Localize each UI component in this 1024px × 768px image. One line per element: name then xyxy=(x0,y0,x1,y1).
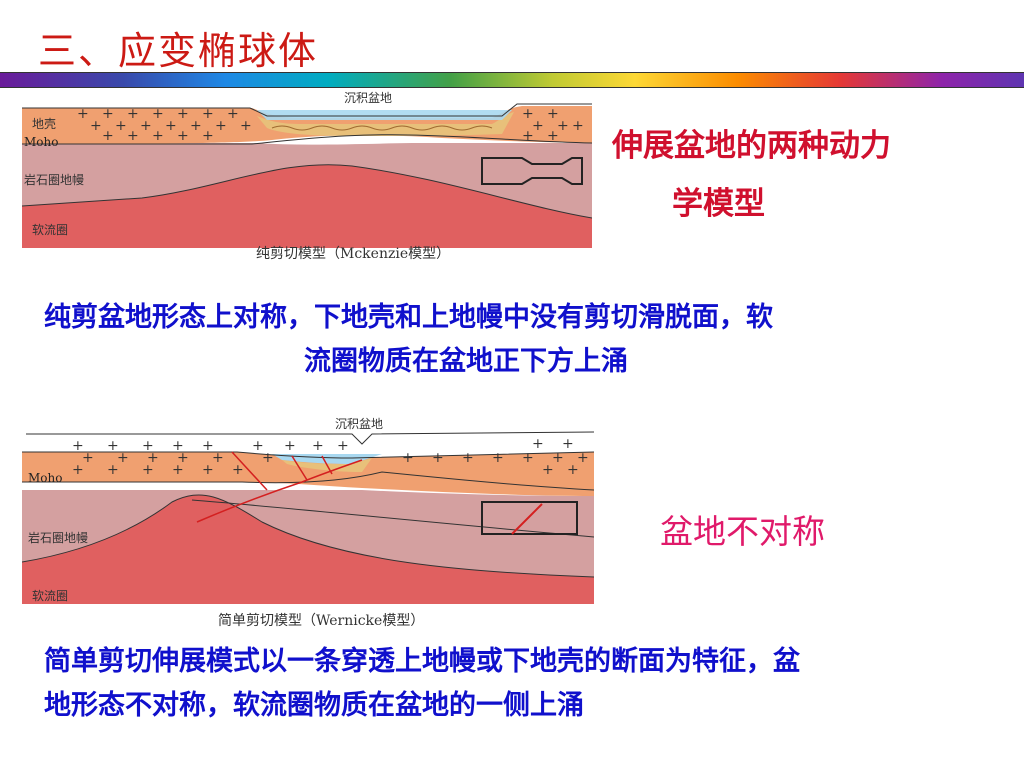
moho-label-2: Moho xyxy=(28,471,62,485)
svg-text:+: + xyxy=(252,438,264,454)
svg-text:+: + xyxy=(165,118,177,134)
svg-text:+: + xyxy=(462,450,474,466)
svg-text:+: + xyxy=(522,106,534,122)
svg-text:+: + xyxy=(72,462,84,478)
mantle-label: 岩石圈地幔 xyxy=(24,172,84,187)
page-title: 三、应变椭球体 xyxy=(38,29,319,73)
svg-text:+: + xyxy=(152,128,164,144)
svg-text:+: + xyxy=(432,450,444,466)
svg-text:+: + xyxy=(577,450,589,466)
svg-text:+: + xyxy=(107,438,119,454)
svg-text:+: + xyxy=(567,462,579,478)
basin-label: 沉积盆地 xyxy=(344,91,392,105)
dynamic-models-heading-line1: 伸展盆地的两种动力 xyxy=(612,128,891,164)
plus-symbols-2: +++++++++++ +++++++++++++ ++++++++ xyxy=(72,436,589,478)
plus-symbols: +++++++ +++++++ +++++ +++++++ xyxy=(77,106,584,144)
svg-text:+: + xyxy=(542,462,554,478)
svg-text:+: + xyxy=(77,106,89,122)
pure-shear-diagram: +++++++ +++++++ +++++ +++++++ 地壳 Moho 岩石… xyxy=(22,88,592,248)
svg-text:+: + xyxy=(552,450,564,466)
svg-text:+: + xyxy=(522,450,534,466)
svg-text:+: + xyxy=(212,450,224,466)
svg-text:+: + xyxy=(202,128,214,144)
pure-shear-desc-line1: 纯剪盆地形态上对称，下地壳和上地幔中没有剪切滑脱面，软 xyxy=(44,302,773,333)
svg-text:+: + xyxy=(172,438,184,454)
svg-text:+: + xyxy=(572,118,584,134)
svg-text:+: + xyxy=(284,438,296,454)
svg-text:+: + xyxy=(172,462,184,478)
svg-text:+: + xyxy=(142,462,154,478)
pure-shear-desc-line2: 流圈物质在盆地正下方上涌 xyxy=(304,346,628,377)
svg-text:+: + xyxy=(547,106,559,122)
svg-text:+: + xyxy=(142,438,154,454)
svg-text:+: + xyxy=(532,118,544,134)
simple-shear-desc-line2: 地形态不对称，软流圈物质在盆地的一侧上涌 xyxy=(44,690,584,721)
svg-text:+: + xyxy=(562,436,574,452)
svg-text:+: + xyxy=(90,118,102,134)
simple-shear-diagram: +++++++++++ +++++++++++++ ++++++++ Moho … xyxy=(22,412,594,604)
svg-text:+: + xyxy=(177,106,189,122)
svg-text:+: + xyxy=(215,118,227,134)
crust-label: 地壳 xyxy=(32,117,56,131)
svg-text:+: + xyxy=(522,128,534,144)
rainbow-divider xyxy=(0,72,1024,88)
svg-text:+: + xyxy=(232,462,244,478)
svg-text:+: + xyxy=(202,462,214,478)
svg-text:+: + xyxy=(107,462,119,478)
svg-text:+: + xyxy=(202,438,214,454)
svg-text:+: + xyxy=(147,450,159,466)
svg-text:+: + xyxy=(240,118,252,134)
svg-text:+: + xyxy=(115,118,127,134)
svg-text:+: + xyxy=(202,106,214,122)
simple-shear-desc-line1: 简单剪切伸展模式以一条穿透上地幔或下地壳的断面为特征，盆 xyxy=(44,646,800,677)
svg-text:+: + xyxy=(337,438,349,454)
svg-text:+: + xyxy=(82,450,94,466)
svg-text:+: + xyxy=(127,128,139,144)
moho-label: Moho xyxy=(24,135,58,149)
svg-text:+: + xyxy=(402,450,414,466)
svg-text:+: + xyxy=(532,436,544,452)
svg-text:+: + xyxy=(492,450,504,466)
mantle-label-2: 岩石圈地幔 xyxy=(28,530,88,545)
svg-text:+: + xyxy=(117,450,129,466)
svg-text:+: + xyxy=(72,438,84,454)
svg-text:+: + xyxy=(102,106,114,122)
svg-text:+: + xyxy=(547,128,559,144)
svg-text:+: + xyxy=(127,106,139,122)
asthenosphere-label-2: 软流圈 xyxy=(32,589,68,603)
pure-shear-caption: 纯剪切模型（Mckenzie模型） xyxy=(256,246,451,262)
svg-text:+: + xyxy=(262,450,274,466)
simple-shear-caption: 简单剪切模型（Wernicke模型） xyxy=(218,613,425,629)
svg-text:+: + xyxy=(312,438,324,454)
asthenosphere-label: 软流圈 xyxy=(32,223,68,237)
basin-label-2: 沉积盆地 xyxy=(335,417,383,431)
svg-text:+: + xyxy=(152,106,164,122)
svg-text:+: + xyxy=(102,128,114,144)
svg-text:+: + xyxy=(190,118,202,134)
svg-text:+: + xyxy=(557,118,569,134)
svg-text:+: + xyxy=(177,128,189,144)
dynamic-models-heading-line2: 学模型 xyxy=(672,186,765,222)
svg-text:+: + xyxy=(140,118,152,134)
svg-text:+: + xyxy=(177,450,189,466)
svg-text:+: + xyxy=(227,106,239,122)
basin-asymmetric-label: 盆地不对称 xyxy=(660,512,825,551)
